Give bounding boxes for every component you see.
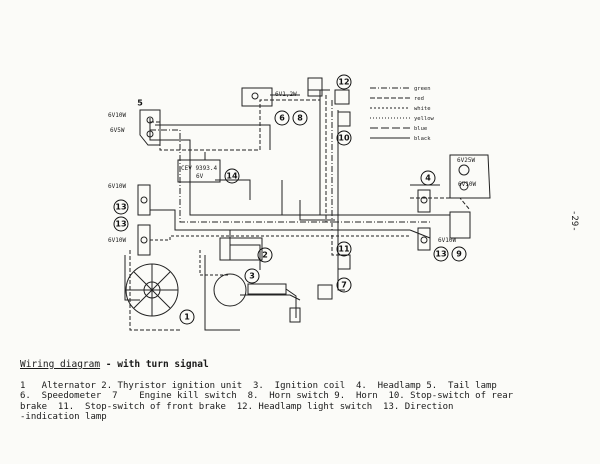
- component-number-14: 14: [226, 172, 238, 181]
- alternator: [125, 263, 179, 317]
- page-number: -29-: [569, 210, 579, 232]
- legend-yellow: yellow: [414, 116, 435, 122]
- component-number-10: 10: [338, 134, 350, 143]
- headlamp-rating-mid: 6V10W: [458, 181, 476, 188]
- flasher-label-2: 6V: [196, 173, 204, 180]
- turn-lamp-rear-right: [417, 227, 431, 251]
- flasher-label-1: CEV 9393.4: [181, 165, 218, 172]
- engine-kill-switch: [317, 284, 333, 300]
- stop-switch-rear-brake: [337, 111, 351, 127]
- turn-lamp-front-right: [417, 189, 431, 213]
- component-number-13-right: 13: [435, 250, 446, 259]
- legend-green: green: [414, 86, 431, 92]
- tail-rating-top: 6V10W: [108, 112, 126, 119]
- tail-lamp: [139, 109, 161, 146]
- component-number-4: 4: [425, 174, 431, 183]
- headlamp-rating-top: 6V25W: [457, 157, 475, 164]
- component-number-6: 6: [279, 114, 285, 123]
- headlamp-light-switch: [334, 89, 350, 105]
- flasher-unit: [177, 152, 221, 183]
- component-number-13-front-left: 13: [115, 203, 126, 212]
- legend-black: black: [414, 136, 431, 142]
- speedo-lamp-rating: 6V1,2W: [275, 91, 297, 98]
- component-number-5: 5: [137, 99, 143, 108]
- thyristor-ignition-unit: [219, 237, 263, 261]
- component-number-12: 12: [338, 78, 349, 87]
- component-number-3: 3: [249, 272, 255, 281]
- tail-rating-bottom: 6V5W: [110, 127, 125, 134]
- turn-front-left-rating: 6V10W: [108, 183, 126, 190]
- diagram-caption: Wiring diagram - with turn signal 1 Alte…: [20, 359, 585, 423]
- legend-blue: blue: [414, 126, 427, 132]
- component-number-1: 1: [184, 313, 190, 322]
- caption-title-sub: - with turn signal: [100, 359, 209, 370]
- speedometer: [241, 87, 273, 107]
- legend-white: white: [414, 106, 431, 112]
- component-number-7: 7: [341, 281, 347, 290]
- horn: [449, 211, 471, 239]
- stop-switch-front-brake: [337, 254, 351, 270]
- horn-switch: [307, 77, 323, 97]
- component-number-9: 9: [456, 250, 462, 259]
- component-number-11: 11: [338, 245, 350, 254]
- headlamp: [449, 154, 491, 199]
- legend-red: red: [414, 96, 424, 102]
- component-number-2: 2: [262, 251, 268, 260]
- caption-title: Wiring diagram - with turn signal: [20, 359, 585, 371]
- turn-rear-left-rating: 6V10W: [108, 237, 126, 244]
- caption-title-main: Wiring diagram: [20, 359, 101, 370]
- caption-body: 1 Alternator 2. Thyristor ignition unit …: [20, 380, 514, 423]
- turn-right-rating: 6V10W: [438, 237, 456, 244]
- component-number-13-rear-left: 13: [115, 220, 126, 229]
- ignition-coil: [213, 273, 301, 323]
- turn-lamp-front-left: [137, 184, 151, 216]
- turn-lamp-rear-left: [137, 224, 151, 256]
- component-number-8: 8: [297, 114, 303, 123]
